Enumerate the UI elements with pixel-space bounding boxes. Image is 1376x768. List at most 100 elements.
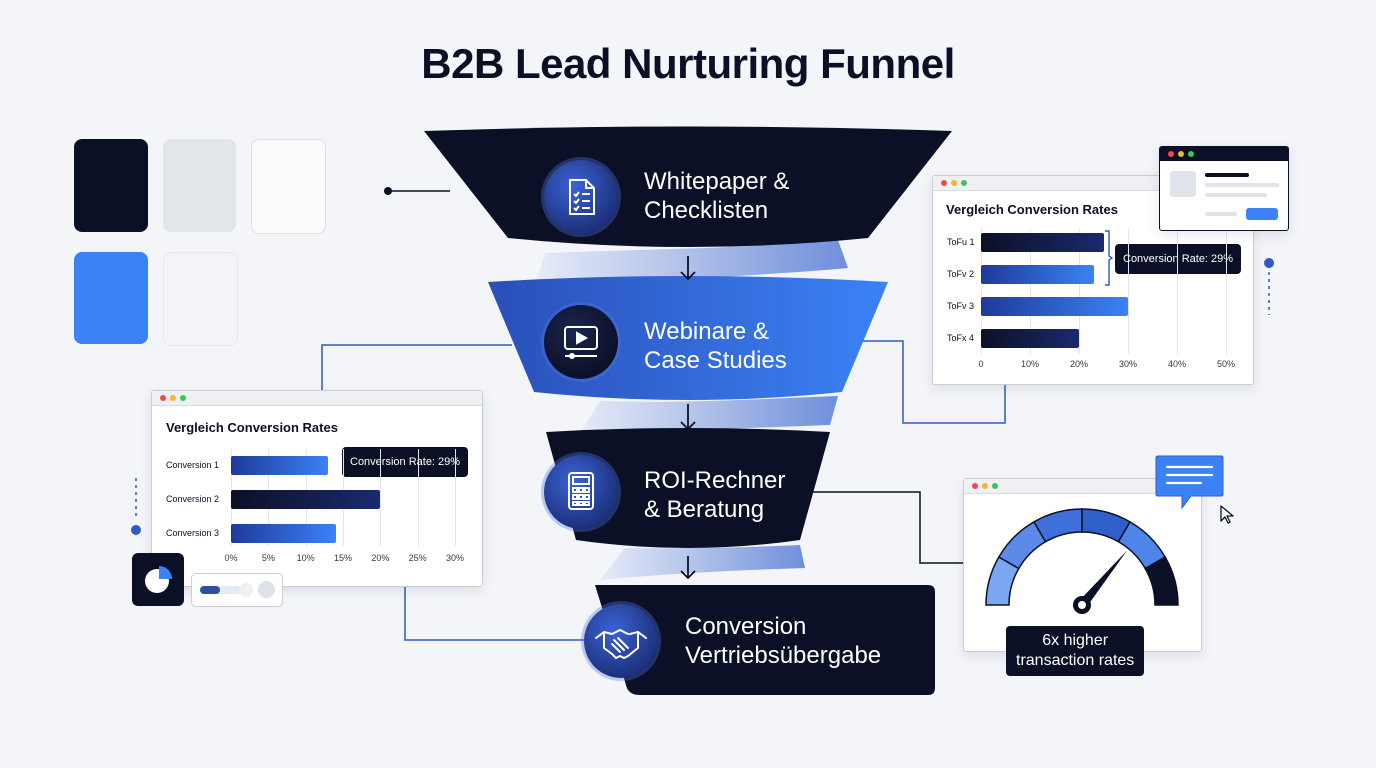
- cursor-arrow-icon: [1220, 505, 1234, 524]
- connector-left-bottom: [404, 587, 590, 641]
- pie-chart-icon: [145, 566, 172, 593]
- grid-line: [455, 449, 456, 546]
- connector-node: [384, 187, 392, 195]
- funnel-stage-3-shape: [546, 428, 830, 548]
- bar: [231, 456, 329, 475]
- bar: [981, 265, 1094, 284]
- mini-action-button[interactable]: [1246, 208, 1278, 220]
- connector-to-gauge: [808, 491, 963, 564]
- mini-app-window: [1159, 146, 1289, 231]
- minimize-dot-icon: [1178, 151, 1184, 157]
- x-tick-label: 0: [978, 359, 984, 369]
- maximize-dot-icon: [992, 483, 998, 489]
- x-tick-label: 50%: [1216, 359, 1236, 369]
- bar: [981, 233, 1104, 252]
- x-tick-label: 30%: [445, 553, 465, 563]
- funnel-ribbon-2: [578, 396, 838, 436]
- connector-node: [131, 525, 141, 535]
- category-label: Conversion 1: [166, 459, 220, 470]
- gauge-badge: 6x higher transaction rates: [1006, 626, 1145, 676]
- arrow-down-icon: [680, 256, 696, 281]
- gauge-window: [963, 478, 1202, 652]
- gauge-hub-center: [1078, 601, 1086, 609]
- window-titlebar: [152, 391, 482, 406]
- text-line: [1205, 173, 1249, 177]
- grid-line: [380, 449, 382, 546]
- bar: [231, 490, 381, 509]
- maximize-dot-icon: [180, 395, 186, 401]
- x-tick-label: 0%: [224, 553, 238, 563]
- funnel-stage-4-shape: [595, 585, 935, 695]
- conversion-rate-tooltip: Conversion Rate: 29%: [342, 447, 469, 477]
- toggle-knob: [258, 581, 275, 598]
- chart-plot-area: 0% 5% 10% 15% 20% 25% 30% Conversion 1 Conversio…: [152, 391, 482, 586]
- x-tick-label: 10%: [296, 553, 315, 563]
- grid-line: [1079, 228, 1080, 354]
- conversion-rate-tooltip: Conversion Rate: 29%: [1115, 244, 1242, 274]
- swatch-very-light: [163, 252, 238, 346]
- connector-node: [1264, 258, 1274, 268]
- grid-line: [417, 449, 419, 546]
- close-dot-icon: [972, 483, 978, 489]
- chart-title: Vergleich Conversion Rates: [946, 202, 1118, 217]
- window-titlebar: [964, 479, 1201, 494]
- minimize-dot-icon: [170, 395, 176, 401]
- close-dot-icon: [160, 395, 166, 401]
- slider-fill: [200, 586, 220, 594]
- image-placeholder: [1170, 171, 1196, 197]
- calculator-icon: [544, 455, 618, 529]
- x-tick-label: 40%: [1167, 359, 1187, 369]
- left-chart-window: Vergleich Conversion Rates Conversion Ra…: [151, 390, 483, 587]
- category-label: ToFu 1: [947, 236, 975, 247]
- x-tick-label: 15%: [333, 553, 353, 563]
- bracket-icon: [1105, 230, 1113, 286]
- maximize-dot-icon: [1188, 151, 1194, 157]
- minimize-dot-icon: [982, 483, 988, 489]
- connector-to-left-chart: [321, 344, 512, 390]
- grid-line: [1030, 228, 1031, 354]
- checklist-icon: [544, 160, 618, 234]
- funnel-stage-3-label: ROI-Rechner & Beratung: [644, 467, 786, 523]
- swatch-white: [251, 139, 326, 234]
- grid-line: [1177, 228, 1178, 354]
- arrow-down-icon: [680, 404, 696, 431]
- chat-bubble-icon: [1155, 455, 1224, 510]
- x-tick-label: 20%: [1069, 359, 1089, 369]
- funnel-arrows: [680, 256, 696, 580]
- funnel-stage-1-label: Whitepaper & Checklisten: [644, 168, 790, 224]
- bar: [981, 329, 1079, 348]
- connector-to-right-chart: [860, 340, 1006, 424]
- text-line: [1205, 183, 1279, 187]
- x-tick-label: 20%: [371, 553, 390, 563]
- category-label: Conversion 2: [166, 493, 220, 504]
- video-play-icon: [544, 305, 618, 379]
- bar: [231, 524, 336, 543]
- x-tick-label: 25%: [408, 553, 427, 563]
- text-line: [1205, 193, 1267, 197]
- grid-line: [981, 228, 982, 354]
- maximize-dot-icon: [961, 180, 967, 186]
- connector-lines: [321, 340, 1006, 641]
- gauge-needle: [1078, 550, 1128, 609]
- pie-widget: [132, 553, 184, 606]
- window-titlebar: [1160, 147, 1288, 161]
- funnel-stage-2-label: Webinare & Case Studies: [644, 318, 787, 374]
- category-label: ToFv 2: [947, 268, 975, 279]
- slider-track: [200, 586, 244, 594]
- category-label: Conversion 3: [166, 527, 220, 538]
- x-tick-label: 5%: [261, 553, 275, 563]
- arrow-down-icon: [680, 556, 696, 580]
- x-tick-label: 30%: [1118, 359, 1138, 369]
- bar: [981, 297, 1128, 316]
- close-dot-icon: [1168, 151, 1174, 157]
- swatch-blue: [74, 252, 148, 344]
- grid-line: [1226, 228, 1227, 354]
- x-tick-label: 10%: [1020, 359, 1040, 369]
- swatch-navy: [74, 139, 148, 232]
- funnel-ribbon-3: [600, 545, 805, 580]
- minimize-dot-icon: [951, 180, 957, 186]
- funnel-stage-4-label: Conversion Vertriebsübergabe: [685, 613, 882, 669]
